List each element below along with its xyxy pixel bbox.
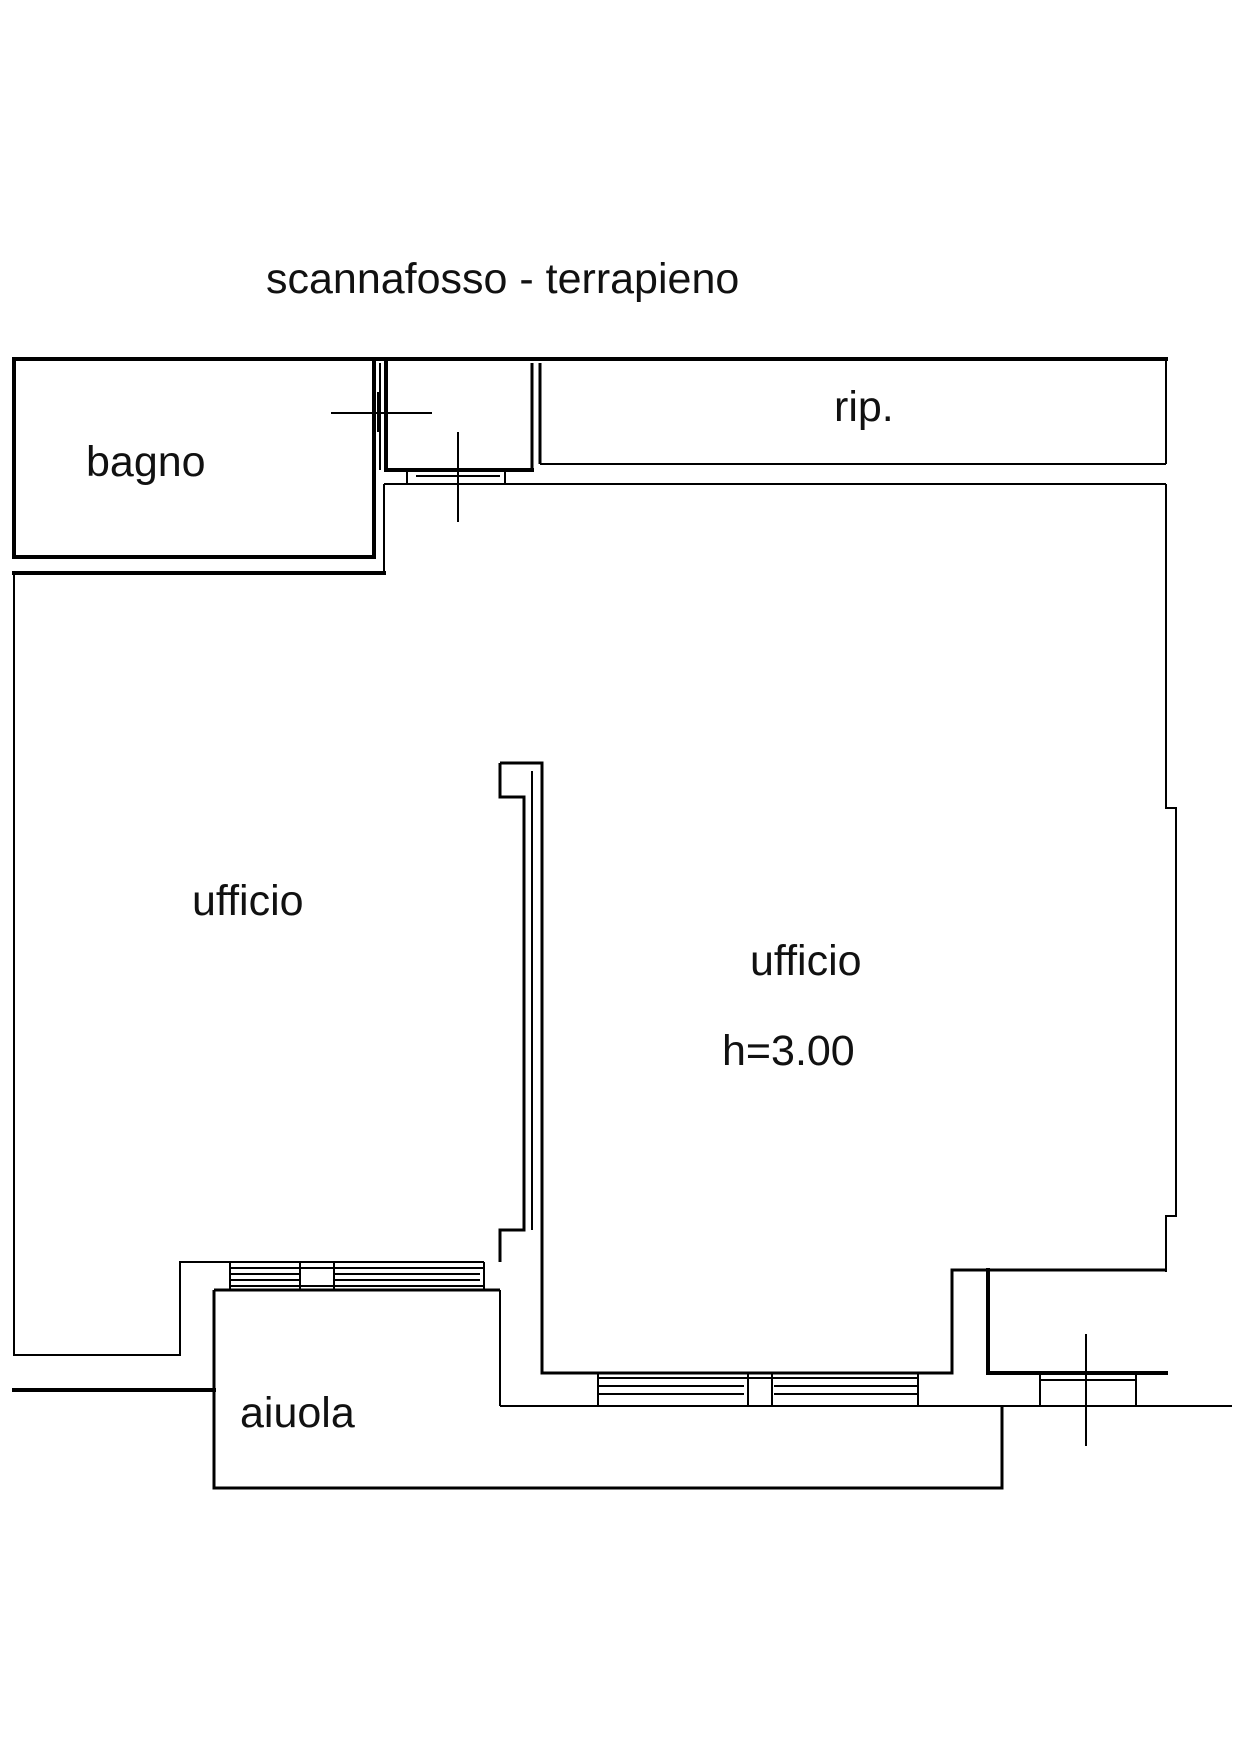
room-label-bagno: bagno [86, 438, 206, 486]
room-label-ufficio-right: ufficio [750, 937, 862, 985]
wall-small-room [986, 1268, 1168, 1375]
partition-wall-inner [498, 763, 526, 1262]
room-label-aiuola: aiuola [240, 1389, 355, 1437]
wall-aiuola [212, 1290, 1004, 1490]
room-label-rip: rip. [834, 383, 894, 431]
wall-left-office [13, 573, 484, 1356]
top-label: scannafosso - terrapieno [266, 255, 740, 303]
wall-right-outer [1165, 484, 1177, 1272]
height-note: h=3.00 [722, 1027, 855, 1075]
room-label-ufficio-left: ufficio [192, 877, 304, 925]
